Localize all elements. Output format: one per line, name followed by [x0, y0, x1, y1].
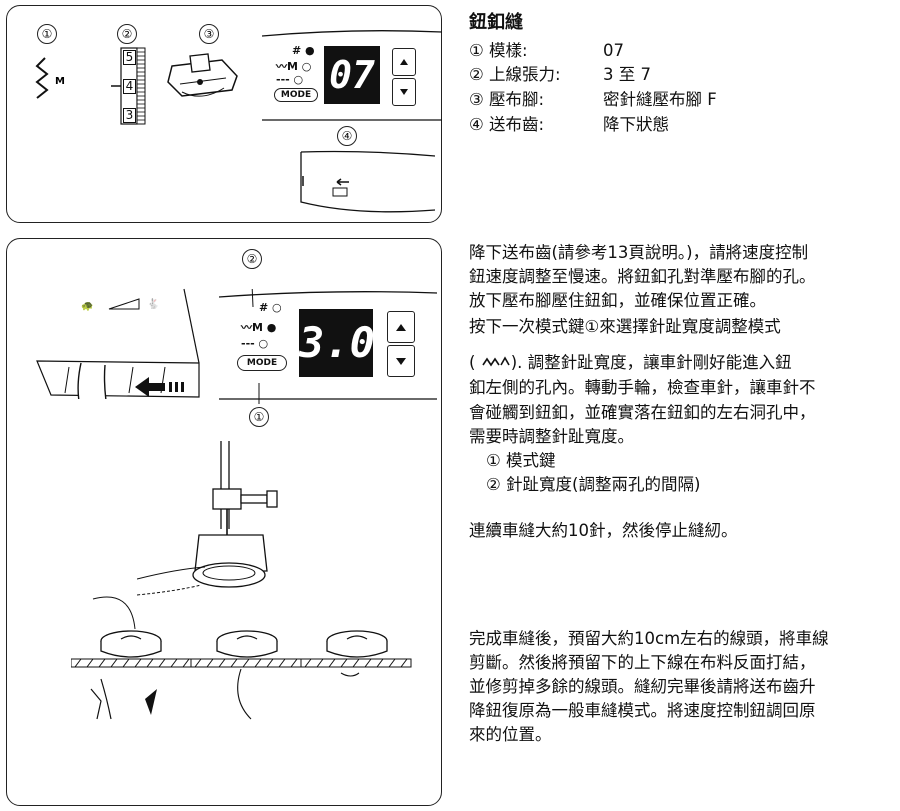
instruction-p1-line1: 降下送布齒(請參考13頁說明。)，請將速度控制 [469, 243, 809, 262]
up-button[interactable] [392, 48, 416, 76]
svg-text:M: M [55, 76, 65, 87]
instruction-p4: 連續車縫大約10針，然後停止縫紉。 [469, 521, 738, 540]
instruction-p5-line1: 完成車縫後，預留大約10cm左右的線頭，將車線 [469, 629, 829, 648]
straight-stitch-indicator: --- ○ [241, 337, 269, 350]
callout-feed-dogs: ④ [337, 126, 357, 146]
feed-dog-lever-icon [300, 150, 436, 213]
spec-row-presser-foot: ③ 壓布腳: [469, 90, 545, 109]
svg-text:🐢: 🐢 [81, 301, 93, 312]
bottom-illustration-panel: 🐢 🐇 ② # ○ 〰M ● --- ○ MODE 3.0 ① [6, 238, 442, 806]
stitch-length-indicator: # ○ [259, 301, 282, 314]
spec-row-pattern: ① 模樣: [469, 41, 528, 60]
down-button[interactable] [392, 78, 416, 106]
stitch-width-indicator: 〰M ● [241, 321, 277, 334]
instruction-p3-line1: ( ). 調整針趾寬度，讓車針剛好能進入鈕 [469, 353, 792, 372]
pattern-display: 07 [324, 46, 380, 104]
callout-presser-foot: ③ [199, 24, 219, 44]
mode-key[interactable]: MODE [274, 88, 318, 102]
button-sewing-illustration [137, 441, 278, 596]
stitch-length-indicator: # ● [292, 44, 315, 57]
tension-dial-mark-5: 5 [123, 50, 136, 65]
instruction-p1-line2: 鈕速度調整至慢速。將鈕釦孔對準壓布腳的孔。 [469, 267, 816, 286]
tension-dial-mark-3: 3 [123, 108, 136, 123]
control-panel: # ● 〰M ○ --- ○ MODE 07 [262, 28, 442, 121]
legend-stitch-width: ② 針趾寬度(調整兩孔的間隔) [486, 475, 701, 494]
presser-foot-icon [167, 53, 238, 97]
slide-left-arrow-icon [135, 377, 184, 397]
tension-dial-mark-4: 4 [123, 79, 136, 94]
control-panel-bottom: # ○ 〰M ● --- ○ MODE 3.0 [219, 289, 437, 404]
spec-row-tension: ② 上線張力: [469, 65, 561, 84]
spec-row-feed-dogs: ④ 送布齒: [469, 115, 545, 134]
width-display: 3.0 [299, 309, 375, 377]
up-button[interactable] [387, 311, 415, 343]
zigzag-pattern-icon: M [35, 57, 65, 99]
spec-value-tension: 3 至 7 [603, 65, 651, 84]
instruction-p3-line4: 需要時調整針趾寬度。 [469, 427, 634, 446]
instruction-p5-line2: 剪斷。然後將預留下的上下線在布料反面打結， [469, 653, 816, 672]
down-button[interactable] [387, 345, 415, 377]
instruction-p3-line2: 釦左側的孔內。轉動手輪，檢查車針，讓車針不 [469, 378, 816, 397]
instruction-p3-line3: 會碰觸到鈕釦，並確實落在鈕釦的左右洞孔中， [469, 403, 816, 422]
callout-pattern: ① [37, 24, 57, 44]
zigzag-width-icon [482, 356, 510, 367]
instruction-p2: 按下一次模式鍵①來選擇針趾寬度調整模式 [469, 317, 781, 336]
callout-width-led: ② [242, 249, 262, 269]
spec-value-feed-dogs: 降下狀態 [603, 115, 669, 134]
spec-value-presser-foot: 密針縫壓布腳 F [603, 90, 717, 109]
callout-mode-key: ① [249, 407, 269, 427]
instruction-p5-line5: 來的位置。 [469, 725, 552, 744]
instruction-p5-line3: 並修剪掉多餘的線頭。縫紉完畢後請將送布齒升 [469, 677, 816, 696]
mode-key[interactable]: MODE [237, 355, 287, 371]
spec-title: 鈕釦縫 [469, 12, 523, 33]
stitch-width-indicator: 〰M ○ [276, 60, 312, 73]
spec-value-pattern: 07 [603, 41, 624, 60]
instruction-p5-line4: 降鈕復原為一般車縫模式。將速度控制鈕調回原 [469, 701, 816, 720]
instruction-p1-line3: 放下壓布腳壓住鈕釦，並確保位置正確。 [469, 291, 766, 310]
finished-buttons-illustration [71, 596, 412, 720]
tension-dial: 5 4 3 [111, 46, 147, 126]
top-illustration-panel: ① ② ③ ④ M 5 4 3 [6, 5, 442, 223]
straight-stitch-indicator: --- ○ [276, 73, 304, 86]
svg-text:🐇: 🐇 [147, 297, 159, 310]
legend-mode-key: ① 模式鍵 [486, 451, 556, 470]
callout-tension: ② [117, 24, 137, 44]
